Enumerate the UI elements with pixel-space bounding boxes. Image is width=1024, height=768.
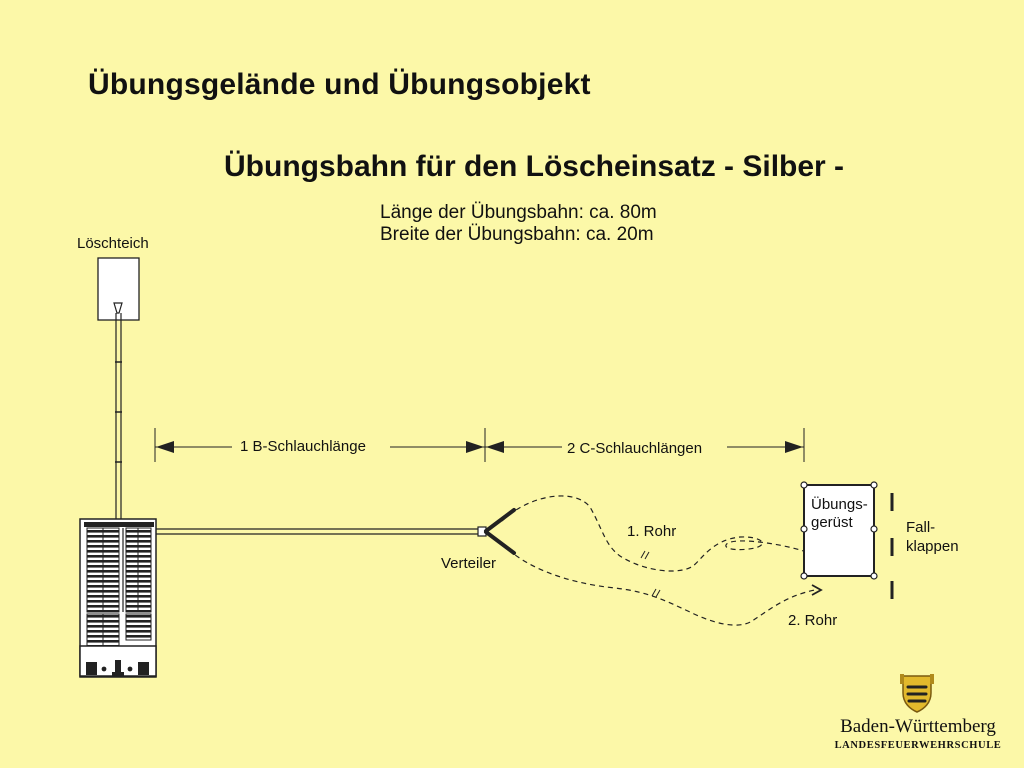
suction-strainer-icon [113,302,123,314]
label-nozzle-2: 2. Rohr [788,612,838,629]
track-length: Länge der Übungsbahn: ca. 80m [380,202,657,223]
nozzle-2-arrow-icon [811,584,823,596]
state-logo: Baden-Württemberg LANDESFEUERWEHRSCHULE [833,716,1003,751]
track-dimensions: Länge der Übungsbahn: ca. 80m Breite der… [380,202,657,246]
diagram-title: Übungsbahn für den Löscheinsatz - Silber… [224,150,845,183]
coat-of-arms-icon [900,674,934,713]
dimension-c-hoses [485,428,805,462]
label-pond: Löschteich [77,235,149,252]
label-b-hose: 1 B-Schlauchlänge [240,438,366,455]
logo-name: Baden-Württemberg [840,716,996,737]
dimension-b-hose [154,428,486,462]
track-width: Breite der Übungsbahn: ca. 20m [380,224,654,245]
suction-hose [115,313,122,524]
label-c-hoses: 2 C-Schlauchlängen [567,440,703,457]
fire-truck-icon [79,518,157,678]
label-nozzle-1: 1. Rohr [627,523,677,540]
b-hose-line [156,528,480,535]
label-scaffold: Übungs- gerüst [811,496,868,531]
label-distributor: Verteiler [441,555,497,572]
distributor-icon [477,508,516,555]
c-hose-2 [501,542,816,626]
label-fall-flaps: Fall- klappen [906,519,959,555]
logo-subtitle: LANDESFEUERWEHRSCHULE [834,740,1002,751]
slide-title: Übungsgelände und Übungsobjekt [88,68,591,101]
training-scaffold [800,481,878,580]
